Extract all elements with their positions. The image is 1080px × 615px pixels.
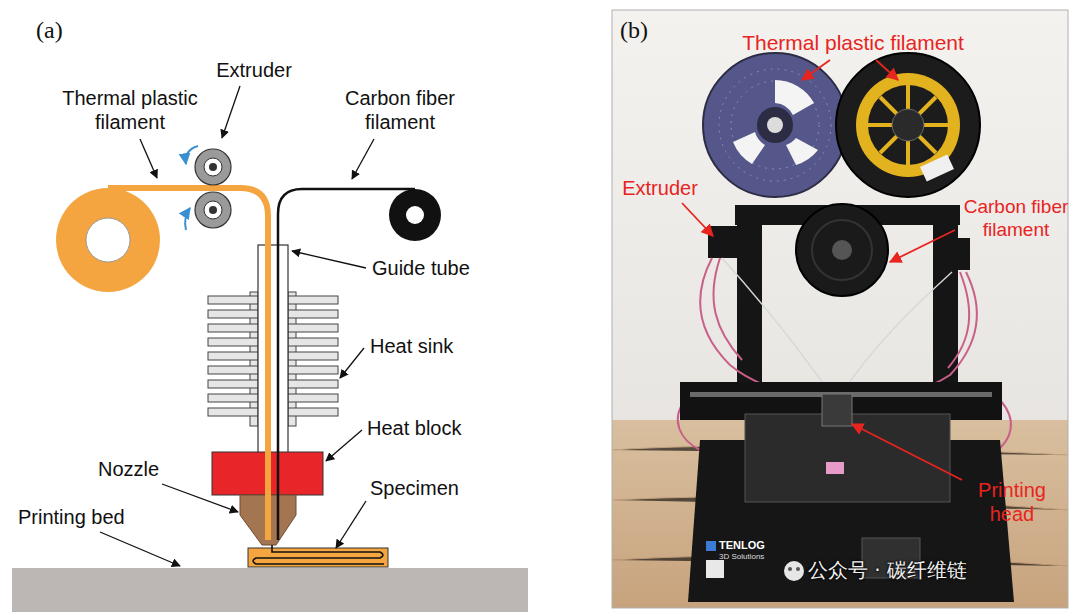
part-label-text: Heat block bbox=[367, 417, 462, 439]
callout-label-text: Carbon fiber filament bbox=[964, 196, 1069, 240]
part-label: Guide tube bbox=[372, 256, 502, 280]
part-label-text: Extruder bbox=[216, 59, 292, 81]
part-label-text: Heat sink bbox=[370, 335, 453, 357]
panel-label-text: (b) bbox=[620, 17, 648, 43]
part-label-text: Nozzle bbox=[98, 458, 159, 480]
bowden-tubes bbox=[722, 258, 952, 396]
watermark-text: 公众号 · 碳纤维链 bbox=[808, 558, 967, 582]
leader-arrow bbox=[100, 86, 374, 566]
part-label-text: Carbon fiber filament bbox=[345, 87, 455, 133]
rotation-arrow bbox=[185, 146, 198, 230]
callout-arrow bbox=[682, 60, 962, 480]
thermoplastic-spool bbox=[56, 188, 160, 292]
schematic bbox=[12, 86, 528, 612]
part-label: Thermal plastic filament bbox=[44, 86, 216, 134]
qr-code bbox=[706, 560, 724, 578]
brand-text: 3D Solutions bbox=[719, 552, 789, 562]
part-label: Heat sink bbox=[370, 334, 500, 358]
panel-label: (a) bbox=[36, 16, 80, 45]
printing-head bbox=[822, 394, 852, 426]
callout-label-text: Thermal plastic filament bbox=[742, 31, 964, 54]
panel-label: (b) bbox=[620, 16, 664, 45]
part-label-text: Thermal plastic filament bbox=[62, 87, 198, 133]
brand-text-text: TENLOG bbox=[719, 539, 765, 551]
callout-label: Carbon fiber filament bbox=[958, 196, 1074, 242]
carbon-fiber-spool bbox=[389, 189, 441, 241]
part-label: Heat block bbox=[367, 416, 497, 440]
brand-text-text: 3D Solutions bbox=[719, 552, 764, 561]
panel-label-text: (a) bbox=[36, 17, 63, 43]
callout-label: Thermal plastic filament bbox=[708, 30, 998, 55]
part-label: Nozzle bbox=[98, 457, 188, 481]
part-label: Specimen bbox=[370, 476, 500, 500]
carbon-fiber-spool-photo bbox=[796, 204, 888, 296]
part-label: Carbon fiber filament bbox=[325, 86, 475, 134]
watermark: 公众号 · 碳纤维链 bbox=[808, 558, 1008, 582]
thermoplastic-filament bbox=[108, 188, 268, 540]
part-label: Printing bed bbox=[18, 505, 158, 529]
extruder-rollers bbox=[195, 149, 231, 228]
callout-label: Printing head bbox=[962, 478, 1062, 526]
wall bbox=[612, 10, 1068, 608]
part-label: Extruder bbox=[199, 58, 309, 82]
part-label-text: Specimen bbox=[370, 477, 459, 499]
printing-bed bbox=[12, 568, 528, 612]
part-label-text: Guide tube bbox=[372, 257, 470, 279]
binder-clip bbox=[826, 462, 844, 474]
purple-spool bbox=[703, 53, 847, 197]
printer-photo bbox=[612, 10, 1068, 608]
callout-label-text: Extruder bbox=[622, 177, 698, 199]
printer-frame bbox=[708, 205, 970, 395]
specimen bbox=[248, 545, 388, 567]
watermark-icon bbox=[784, 561, 804, 581]
guide-tube bbox=[258, 245, 288, 455]
callout-label-text: Printing head bbox=[978, 479, 1046, 525]
photo-frame bbox=[612, 10, 1068, 608]
black-spool bbox=[836, 53, 980, 197]
brand-logo bbox=[706, 541, 716, 551]
part-label-text: Printing bed bbox=[18, 506, 125, 528]
callout-label: Extruder bbox=[610, 176, 710, 200]
cables bbox=[678, 258, 1011, 452]
brand-text: TENLOG bbox=[719, 539, 789, 552]
